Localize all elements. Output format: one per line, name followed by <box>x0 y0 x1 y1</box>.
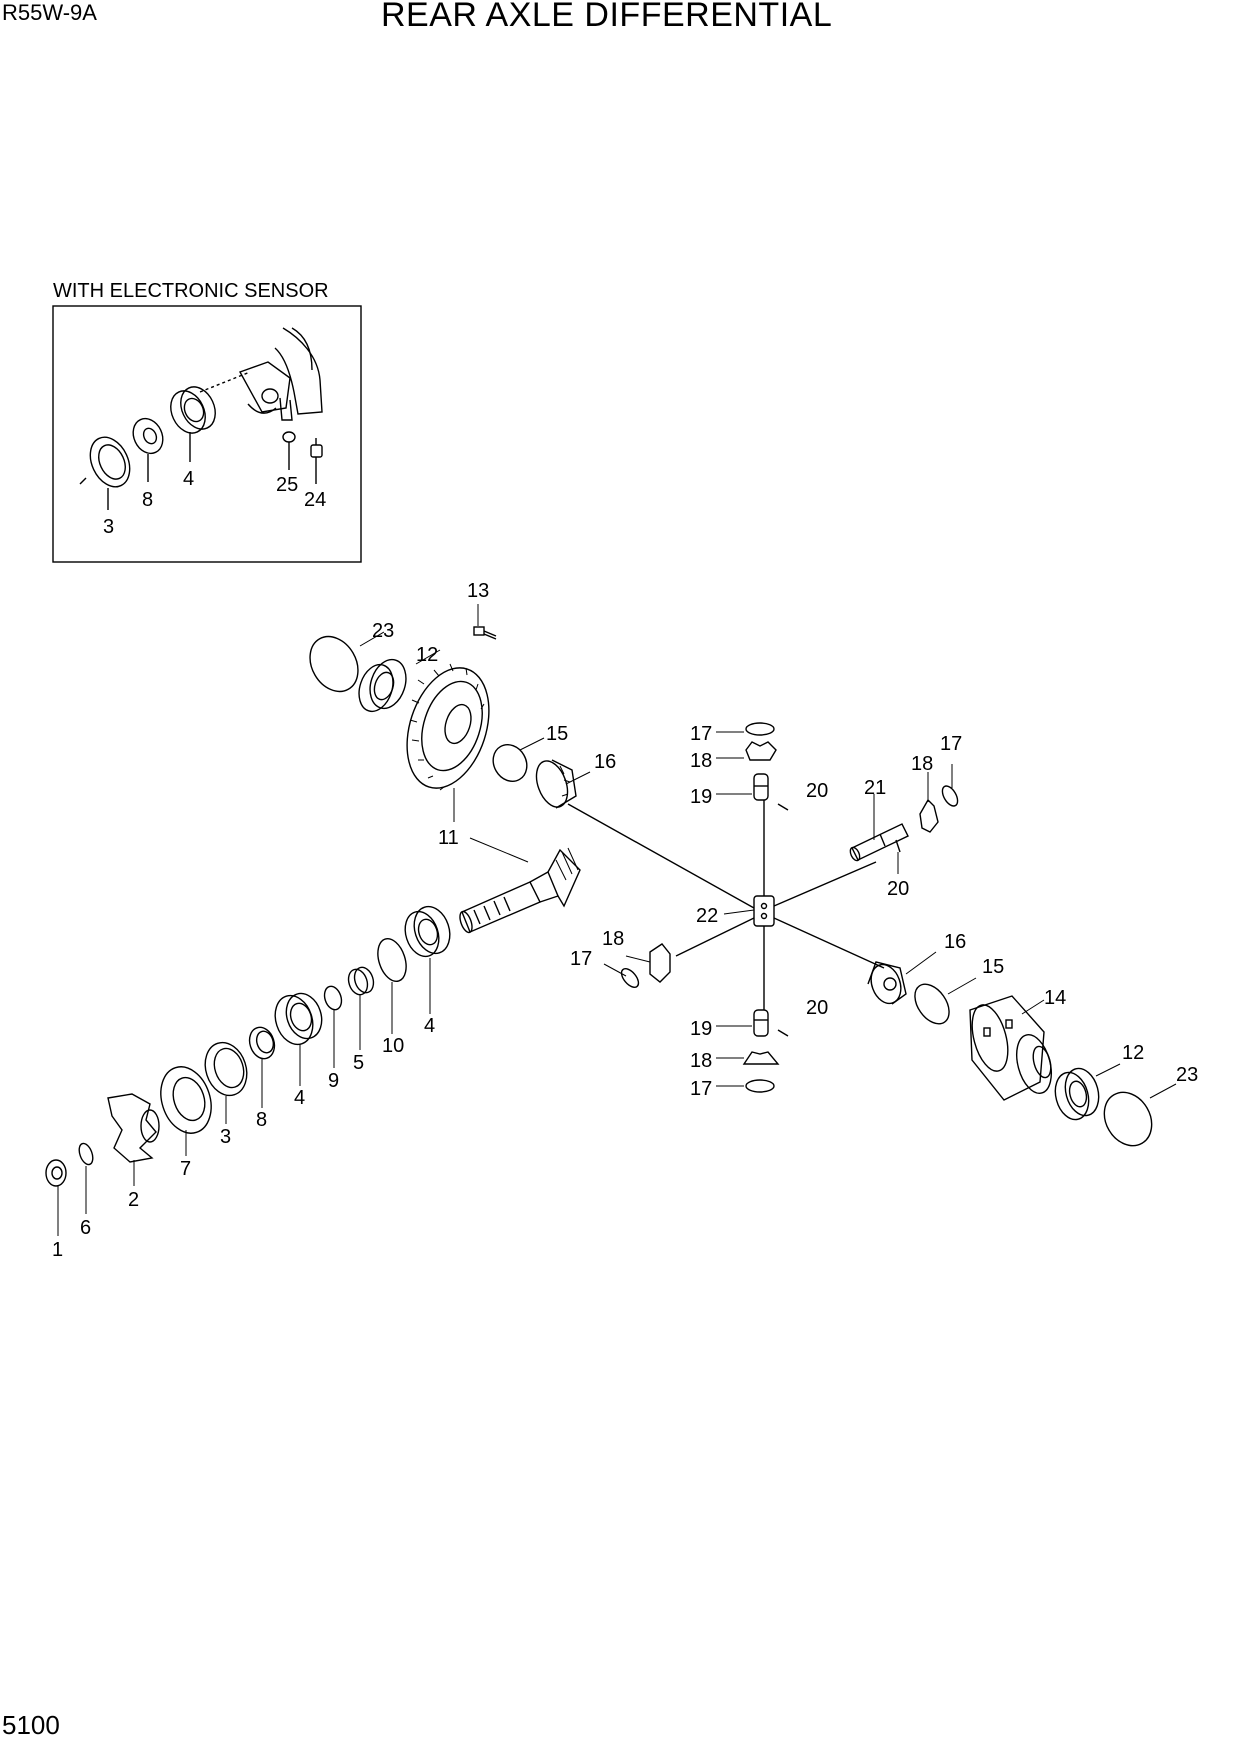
callout-17-bottom: 17 <box>690 1078 712 1100</box>
callout-12-right: 12 <box>1122 1042 1144 1064</box>
pinion-gear-18-left <box>649 943 671 983</box>
callout-4-lower: 4 <box>294 1087 305 1109</box>
side-gear-16-left <box>535 759 577 809</box>
bearing-12-left <box>358 658 407 713</box>
callout-8: 8 <box>256 1109 267 1131</box>
side-gear-16-right <box>867 961 907 1005</box>
thrust-washer-15-left <box>492 744 528 782</box>
snap-ring-23-left <box>309 635 359 693</box>
nut-8 <box>248 1026 276 1060</box>
leader-lines <box>57 604 1177 1236</box>
callout-23-right: 23 <box>1176 1064 1198 1086</box>
callout-18-top: 18 <box>690 750 712 772</box>
roll-pin-20-right <box>895 839 901 853</box>
callout-18-left: 18 <box>602 928 624 950</box>
shim-7 <box>160 1066 212 1134</box>
thrust-washer-15-right <box>914 983 950 1025</box>
inset-callout-25: 25 <box>276 474 298 496</box>
callout-6: 6 <box>80 1217 91 1239</box>
callout-21: 21 <box>864 777 886 799</box>
callout-17-left: 17 <box>570 948 592 970</box>
inset-callout-24: 24 <box>304 489 326 511</box>
nut-1 <box>45 1159 67 1187</box>
washer-17-right <box>941 785 959 807</box>
callout-11: 11 <box>438 827 459 849</box>
callout-23-left: 23 <box>372 620 394 642</box>
inset-oring-25 <box>282 431 296 443</box>
diff-case-14 <box>969 995 1052 1101</box>
washer-17-top <box>745 722 775 736</box>
washer-17-bottom <box>745 1079 775 1093</box>
ring-9 <box>323 985 343 1011</box>
callout-13: 13 <box>467 580 489 602</box>
spacer-5 <box>347 966 375 996</box>
bolt-13 <box>473 626 497 640</box>
inset-nut-8 <box>132 417 164 455</box>
callout-18-bottom: 18 <box>690 1050 712 1072</box>
pinion-gear-18-right <box>919 798 939 833</box>
callout-19-bottom: 19 <box>690 1018 712 1040</box>
callout-22: 22 <box>696 905 718 927</box>
snap-ring-23-right <box>1103 1091 1153 1147</box>
oring-6 <box>78 1142 94 1166</box>
bearing-4-lower <box>274 992 323 1046</box>
callout-20-top: 20 <box>806 780 828 802</box>
callout-16-left: 16 <box>594 751 616 773</box>
bearing-12-right <box>1054 1067 1100 1121</box>
seal-3 <box>204 1041 248 1097</box>
washer-17-left <box>620 968 640 988</box>
inset-sensor-port <box>261 388 279 404</box>
cross-axis-right <box>773 917 885 969</box>
callout-17-right: 17 <box>940 733 962 755</box>
shaft-21 <box>849 823 909 862</box>
callout-10: 10 <box>382 1035 404 1057</box>
pin-19-bottom <box>753 1009 769 1037</box>
callout-18-right: 18 <box>911 753 933 775</box>
inset-callout-8: 8 <box>142 489 153 511</box>
callout-20-right: 20 <box>887 878 909 900</box>
page-title: REAR AXLE DIFFERENTIAL <box>381 0 833 34</box>
callout-20-bottom: 20 <box>806 997 828 1019</box>
inset-frame <box>52 305 362 563</box>
inset-callout-3: 3 <box>103 516 114 538</box>
callout-14: 14 <box>1044 987 1066 1009</box>
shim-10 <box>377 937 407 983</box>
callout-17-top: 17 <box>690 723 712 745</box>
ring-gear-11 <box>406 663 490 791</box>
inset-seal-3 <box>79 436 131 488</box>
callout-2: 2 <box>128 1189 139 1211</box>
roll-pin-20-bottom <box>777 1029 789 1037</box>
callout-12-left: 12 <box>416 644 438 666</box>
cross-axis-upper-right <box>773 861 877 907</box>
page-number: 5100 <box>2 1710 60 1740</box>
callout-9: 9 <box>328 1070 339 1092</box>
bearing-4-upper <box>404 905 451 958</box>
cross-block-22 <box>753 895 775 927</box>
inset-caption: WITH ELECTRONIC SENSOR <box>53 280 329 302</box>
callout-4-upper: 4 <box>424 1015 435 1037</box>
callout-5: 5 <box>353 1052 364 1074</box>
inset-callout-4: 4 <box>183 468 194 490</box>
callout-15-left: 15 <box>546 723 568 745</box>
callout-1: 1 <box>52 1239 63 1261</box>
inset-bearing-4 <box>170 371 251 434</box>
yoke-2 <box>107 1093 160 1163</box>
pinion-gear-18-bottom <box>742 1051 780 1065</box>
cross-axis-left <box>567 803 755 909</box>
model-number: R55W-9A <box>2 0 97 25</box>
inset-axle-housing <box>238 327 323 421</box>
callout-3: 3 <box>220 1126 231 1148</box>
pinion-gear-18-top <box>745 741 777 761</box>
inset-sensor-24 <box>310 438 323 458</box>
pinion-shaft <box>459 847 581 934</box>
callout-15-right: 15 <box>982 956 1004 978</box>
pin-19-top <box>753 773 769 801</box>
callout-16-right: 16 <box>944 931 966 953</box>
callout-19-top: 19 <box>690 786 712 808</box>
roll-pin-20-top <box>777 803 789 811</box>
callout-7: 7 <box>180 1158 191 1180</box>
cross-axis-lower-left <box>675 917 755 957</box>
